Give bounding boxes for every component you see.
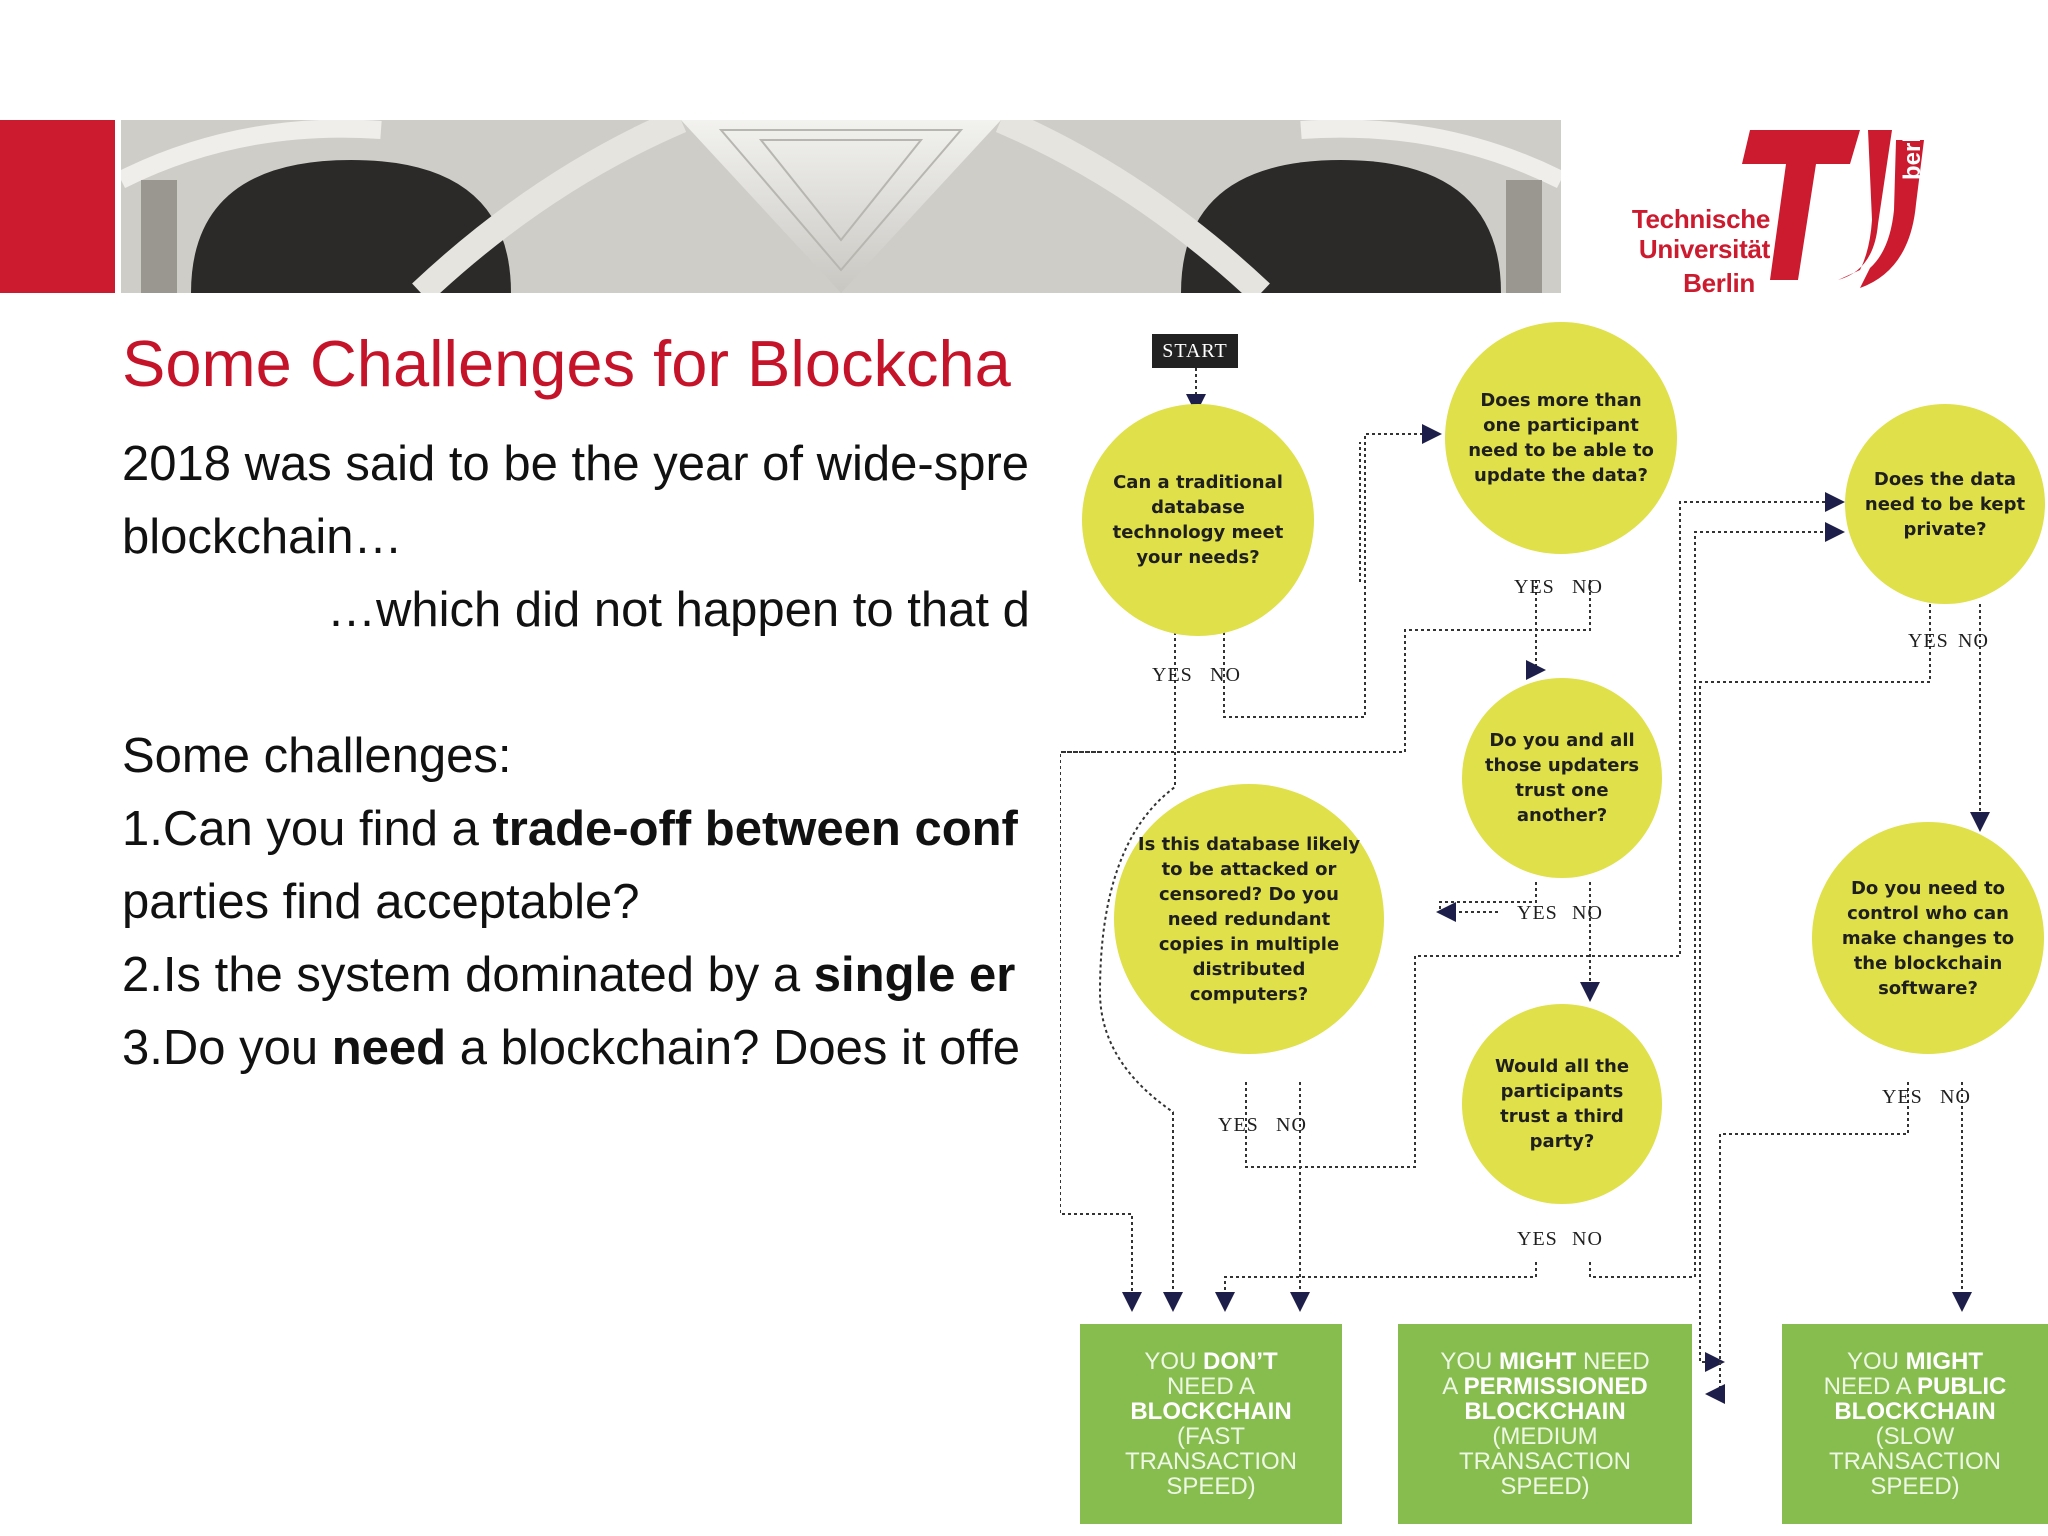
- tu-logo-mark-icon: berlin: [1742, 120, 1926, 288]
- question-trust-third-party: Would all the participants trust a third…: [1462, 1004, 1662, 1204]
- logo-side-text: berlin: [1899, 120, 1926, 180]
- r1-mid: need a: [1166, 1373, 1255, 1400]
- q2-yes-label: YES: [1514, 576, 1555, 598]
- result-no-blockchain: You don’t need a blockchain (fast transa…: [1080, 1324, 1342, 1524]
- r3-mid: need a: [1823, 1373, 1911, 1400]
- question-data-private: Does the data need to be kept private?: [1845, 404, 2045, 604]
- blockchain-decision-flowchart: START Can a traditional database technol…: [1060, 322, 2048, 1536]
- q1-yes-label: YES: [1152, 664, 1193, 686]
- tu-berlin-logo: Technische Universität Berlin berlin: [1610, 118, 1940, 303]
- q4-yes-label: YES: [1517, 902, 1558, 924]
- r3-bold2: public blockchain: [1834, 1373, 2007, 1425]
- r1-post: (fast transaction speed): [1124, 1423, 1297, 1500]
- q1-no-label: NO: [1210, 664, 1241, 686]
- challenge-1-bold: trade-off between conf: [492, 802, 1018, 856]
- challenge-3-bold: need: [331, 1021, 447, 1075]
- header-photo: [121, 120, 1561, 293]
- r1-bold1: don’t: [1203, 1348, 1278, 1375]
- question-trust-updaters: Do you and all those updaters trust one …: [1462, 678, 1662, 878]
- body-line-1: 2018 was said to be the year of wide-spr…: [122, 437, 1030, 491]
- question-multiple-participants: Does more than one participant need to b…: [1445, 322, 1677, 554]
- challenge-3-text-end: a blockchain? Does it offe: [446, 1021, 1020, 1075]
- q5-yes-label: YES: [1218, 1114, 1259, 1136]
- r2-bold2: permissioned blockchain: [1463, 1373, 1648, 1425]
- r3-post: (slow transaction speed): [1828, 1423, 2001, 1500]
- body-line-3: …which did not happen to that d: [327, 583, 1030, 637]
- r1-pre: You: [1144, 1348, 1203, 1375]
- challenge-3-text: 3.Do you: [122, 1021, 332, 1075]
- r2-mid: need a: [1442, 1348, 1650, 1400]
- question-control-software: Do you need to control who can make chan…: [1812, 822, 2044, 1054]
- start-label: START: [1152, 334, 1238, 368]
- body-line-2: blockchain…: [122, 510, 403, 564]
- flowchart-connectors: [1060, 368, 1990, 1404]
- r2-bold1: might: [1499, 1348, 1577, 1375]
- q6-no-label: NO: [1572, 1228, 1603, 1250]
- challenge-2: 2.Is the system dominated by a single er: [122, 939, 1062, 1012]
- r1-bold2: blockchain: [1130, 1398, 1292, 1425]
- r2-post: (medium transaction speed): [1458, 1423, 1631, 1500]
- logo-text-line2: Universität: [1638, 234, 1770, 264]
- result-public-text: You might need a public blockchain (slow…: [1824, 1349, 2007, 1499]
- r2-pre: You: [1440, 1348, 1499, 1375]
- challenge-1: 1.Can you find a trade-off between conf: [122, 793, 1062, 866]
- q5-no-label: NO: [1276, 1114, 1307, 1136]
- q3-yes-label: YES: [1908, 630, 1949, 652]
- header-red-bar: [0, 120, 115, 293]
- q4-no-label: NO: [1572, 902, 1603, 924]
- q2-no-label: NO: [1572, 576, 1603, 598]
- challenge-2-text: 2.Is the system dominated by a: [122, 948, 814, 1002]
- result-public-blockchain: You might need a public blockchain (slow…: [1782, 1324, 2048, 1524]
- result-no-blockchain-text: You don’t need a blockchain (fast transa…: [1125, 1349, 1297, 1499]
- question-attacked-censored: Is this database likely to be attacked o…: [1114, 784, 1384, 1054]
- challenge-1-cont: parties find acceptable?: [122, 875, 640, 929]
- q7-yes-label: YES: [1882, 1086, 1923, 1108]
- blank-line: [122, 647, 1062, 720]
- q3-no-label: NO: [1958, 630, 1989, 652]
- challenge-1-text: 1.Can you find a: [122, 802, 493, 856]
- question-traditional-db: Can a traditional database technology me…: [1082, 404, 1314, 636]
- r3-bold1: might: [1905, 1348, 1983, 1375]
- result-permissioned-blockchain: You might need a permissioned blockchain…: [1398, 1324, 1692, 1524]
- challenge-2-bold: single er: [813, 948, 1016, 1002]
- bullet-list: 2018 was said to be the year of wide-spr…: [122, 428, 1062, 1085]
- challenge-3: 3.Do you need a blockchain? Does it offe: [122, 1012, 1062, 1085]
- q6-yes-label: YES: [1517, 1228, 1558, 1250]
- result-permissioned-text: You might need a permissioned blockchain…: [1440, 1349, 1649, 1499]
- r3-pre: You: [1846, 1348, 1906, 1375]
- body-line-4: Some challenges:: [122, 729, 512, 783]
- architecture-photo-illustration: [121, 120, 1561, 293]
- q7-no-label: NO: [1940, 1086, 1971, 1108]
- logo-text-line3: Berlin: [1683, 268, 1755, 298]
- logo-text-line1: Technische: [1631, 204, 1770, 234]
- slide-title: Some Challenges for Blockcha: [122, 327, 1011, 400]
